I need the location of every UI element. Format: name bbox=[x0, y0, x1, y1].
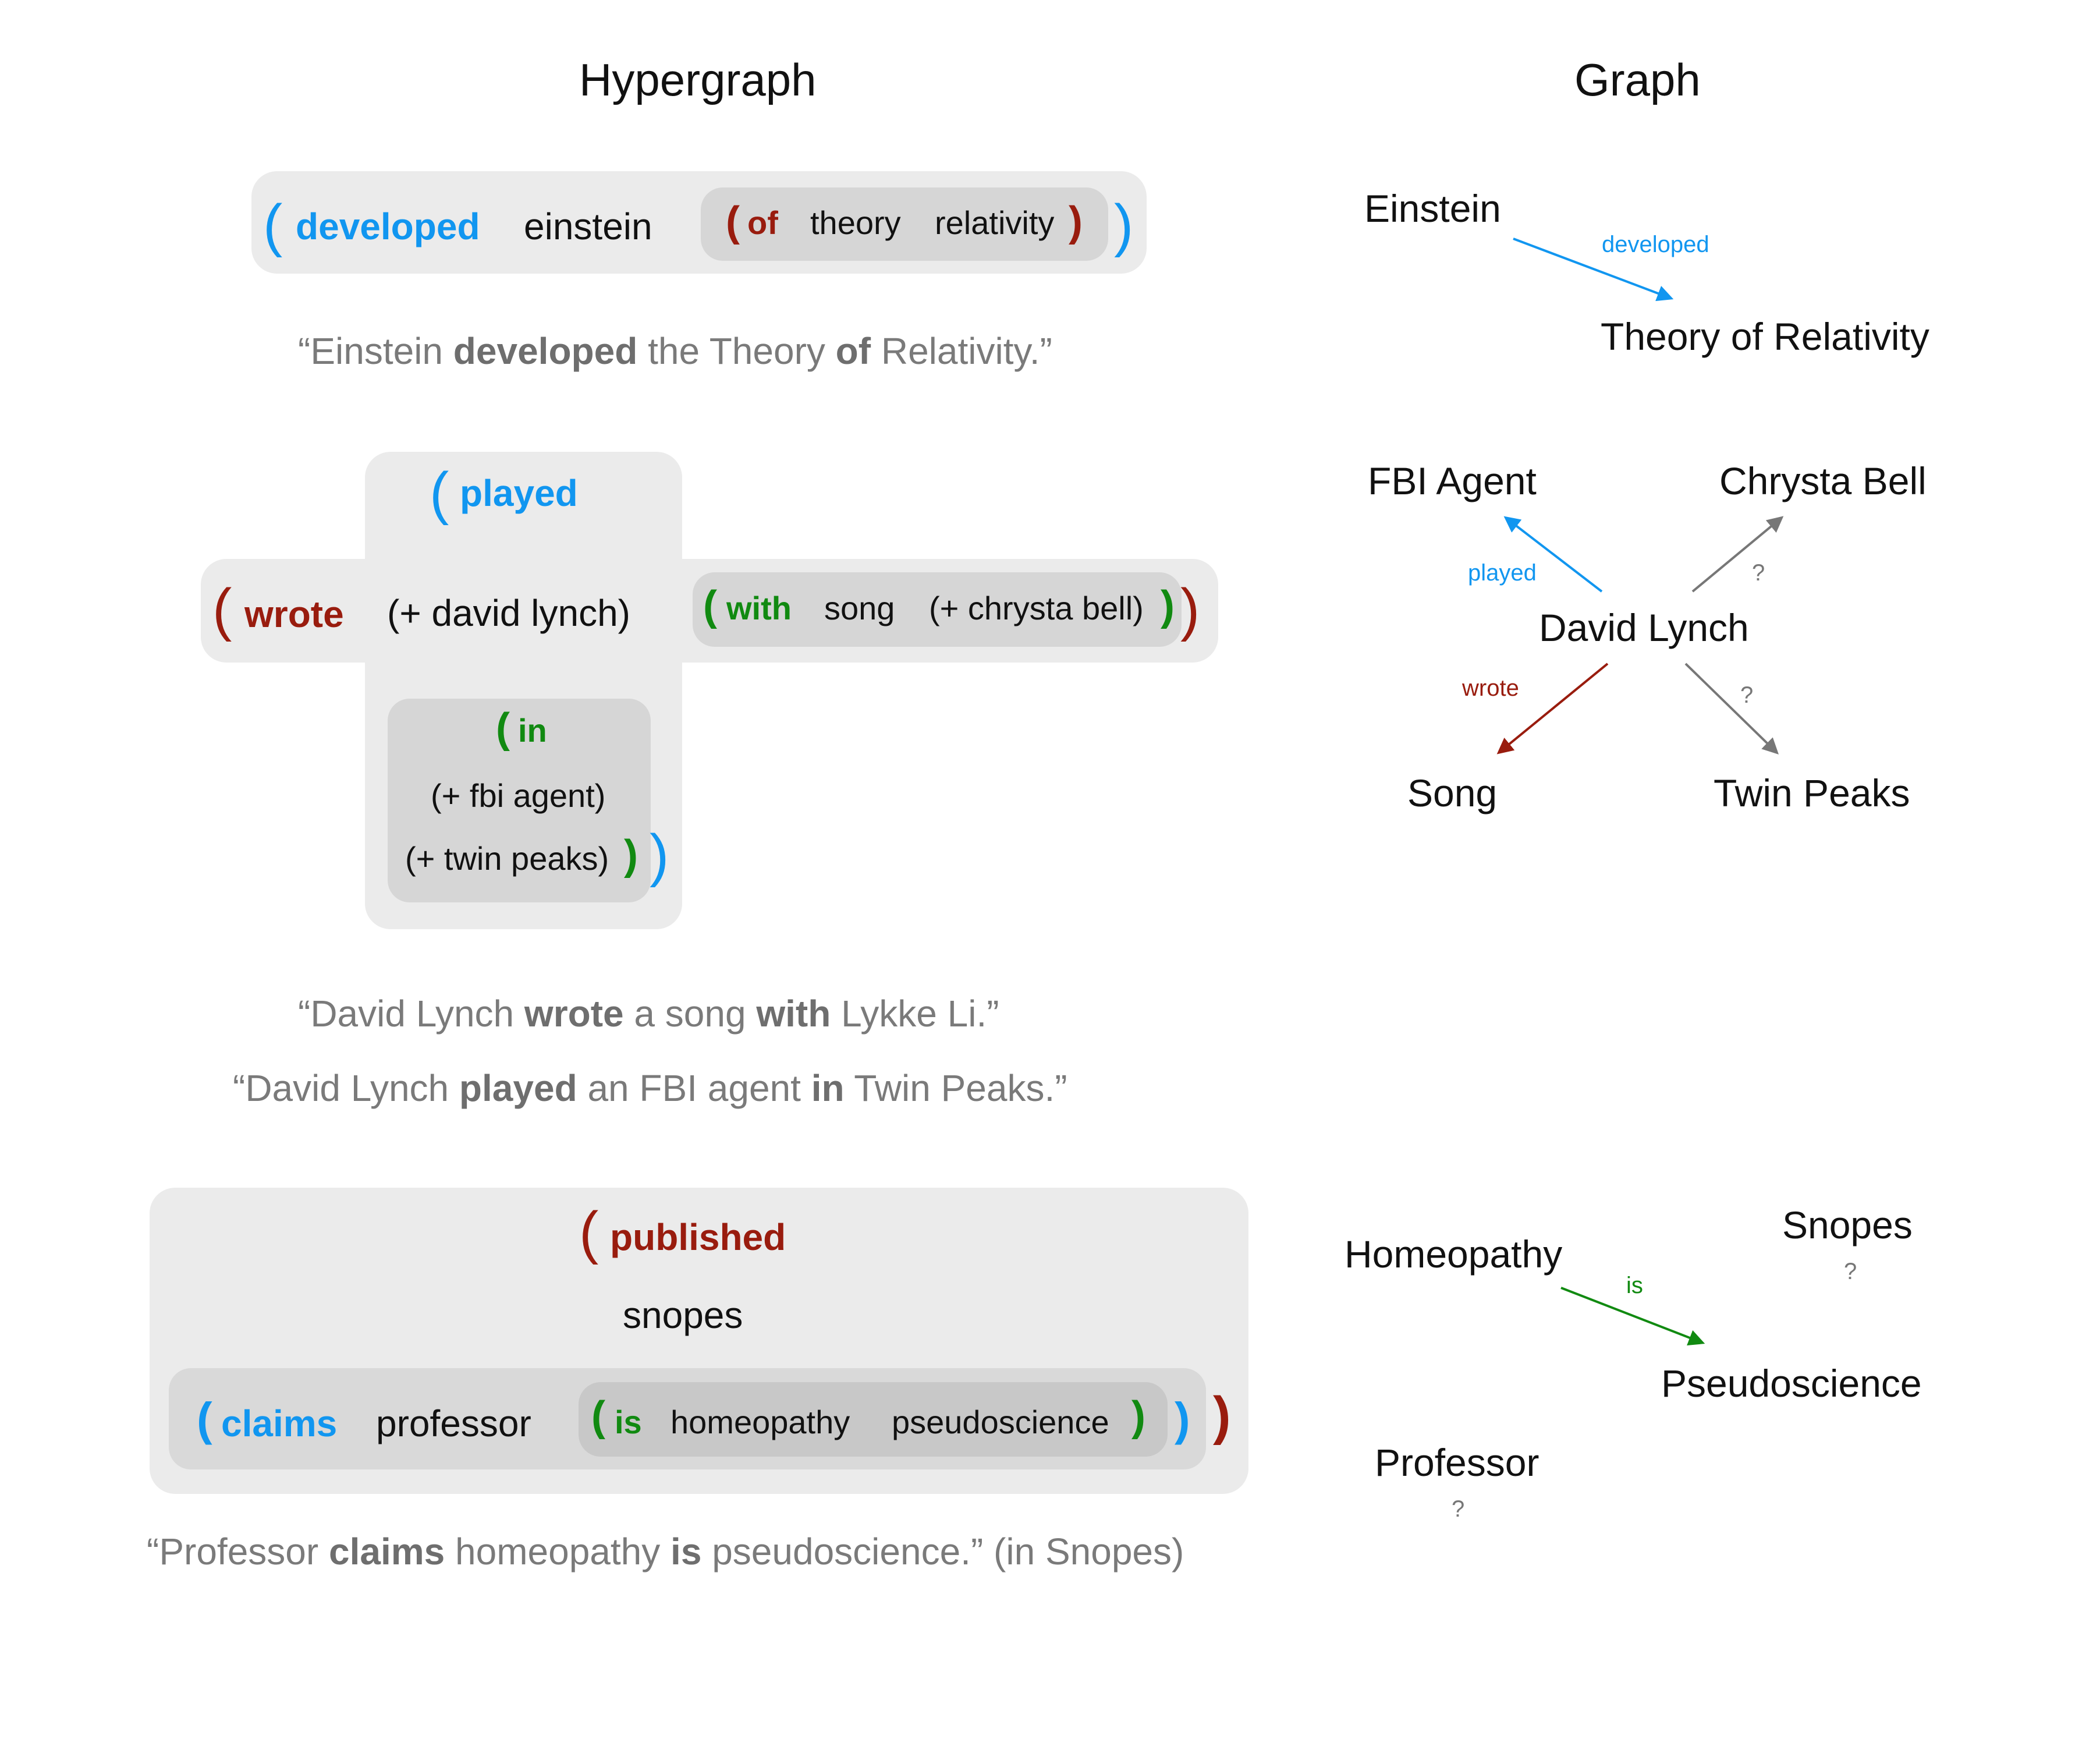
close-paren-played: ) bbox=[650, 823, 669, 888]
node-professor: Professor bbox=[1375, 1441, 1539, 1484]
node-david-lynch: David Lynch bbox=[1539, 606, 1749, 649]
edge-label-is: is bbox=[1626, 1273, 1643, 1298]
close-paren-with: ) bbox=[1161, 583, 1175, 629]
arg-fbi-agent: (+ fbi agent) bbox=[431, 777, 606, 814]
arg-david-lynch: (+ david lynch) bbox=[387, 592, 630, 634]
close-paren-published: ) bbox=[1213, 1386, 1231, 1446]
close-paren-wrote: ) bbox=[1180, 577, 1200, 642]
edge-wrote bbox=[1496, 663, 1609, 755]
arg-chrysta-bell: (+ chrysta bell) bbox=[929, 590, 1144, 626]
edge-is bbox=[1560, 1287, 1705, 1345]
open-paren-in: ( bbox=[496, 705, 510, 752]
hypergraph-header: Hypergraph bbox=[579, 54, 817, 105]
label-q-professor: ? bbox=[1452, 1496, 1465, 1522]
node-homeopathy: Homeopathy bbox=[1345, 1233, 1563, 1276]
close-paren-in: ) bbox=[624, 832, 638, 879]
node-einstein: Einstein bbox=[1364, 187, 1501, 230]
pred-published: published bbox=[610, 1216, 786, 1258]
open-paren-published: ( bbox=[579, 1200, 599, 1265]
quote-played: “David Lynch played an FBI agent in Twin… bbox=[233, 1067, 1067, 1109]
close-paren-claims: ) bbox=[1175, 1393, 1190, 1445]
pred-claims: claims bbox=[221, 1403, 338, 1444]
hyperedge-in bbox=[388, 699, 651, 902]
edge-twin bbox=[1684, 663, 1779, 755]
edge-label-played: played bbox=[1468, 560, 1537, 586]
node-snopes: Snopes bbox=[1782, 1203, 1913, 1246]
arg-homeopathy: homeopathy bbox=[671, 1404, 850, 1440]
pred-in: in bbox=[518, 712, 547, 749]
edge-played bbox=[1503, 516, 1603, 593]
arg-theory: theory bbox=[810, 204, 901, 241]
pred-played: played bbox=[460, 472, 578, 514]
edge-developed bbox=[1513, 238, 1674, 302]
edge-label-wrote: wrote bbox=[1462, 675, 1519, 701]
pred-of: of bbox=[747, 204, 778, 241]
node-twin-peaks: Twin Peaks bbox=[1714, 771, 1910, 814]
edge-label-q-chrysta: ? bbox=[1752, 560, 1765, 586]
arg-pseudoscience: pseudoscience bbox=[892, 1404, 1109, 1440]
node-fbi-agent: FBI Agent bbox=[1368, 459, 1537, 502]
arg-song: song bbox=[824, 590, 895, 626]
edge-label-developed: developed bbox=[1602, 232, 1709, 257]
node-song: Song bbox=[1407, 771, 1498, 814]
open-paren-with: ( bbox=[703, 583, 717, 629]
close-paren-is: ) bbox=[1131, 1393, 1145, 1440]
arg-professor: professor bbox=[376, 1403, 531, 1444]
hyperedge-is bbox=[579, 1382, 1168, 1457]
hyperedge-with bbox=[693, 572, 1182, 647]
quote-einstein: “Einstein developed the Theory of Relati… bbox=[298, 330, 1052, 372]
pred-is: is bbox=[615, 1404, 642, 1440]
pred-developed: developed bbox=[296, 206, 480, 247]
edge-chrysta bbox=[1691, 516, 1784, 593]
open-paren-claims: ( bbox=[197, 1393, 212, 1445]
edge-label-q-twin: ? bbox=[1740, 682, 1754, 708]
node-pseudoscience: Pseudoscience bbox=[1661, 1362, 1922, 1405]
close-paren-developed: ) bbox=[1114, 193, 1134, 258]
open-paren-of: ( bbox=[726, 199, 740, 245]
hyperedge-of bbox=[701, 187, 1108, 261]
pred-wrote: wrote bbox=[244, 593, 344, 635]
label-q-snopes: ? bbox=[1844, 1259, 1857, 1284]
quote-wrote: “David Lynch wrote a song with Lykke Li.… bbox=[298, 993, 999, 1035]
pred-with: with bbox=[726, 590, 792, 626]
open-paren-is: ( bbox=[591, 1393, 605, 1440]
graph-header: Graph bbox=[1574, 54, 1701, 105]
arg-snopes: snopes bbox=[623, 1294, 743, 1336]
arg-twin-peaks: (+ twin peaks) bbox=[405, 840, 609, 877]
arg-einstein: einstein bbox=[524, 206, 652, 247]
quote-claims: “Professor claims homeopathy is pseudosc… bbox=[147, 1531, 1184, 1573]
node-chrysta-bell: Chrysta Bell bbox=[1719, 459, 1927, 502]
open-paren-developed: ( bbox=[263, 193, 283, 258]
arg-relativity: relativity bbox=[935, 204, 1055, 241]
close-paren-of: ) bbox=[1069, 199, 1083, 245]
node-theory-of-relativity: Theory of Relativity bbox=[1601, 315, 1929, 358]
open-paren-played: ( bbox=[430, 461, 449, 526]
open-paren-wrote: ( bbox=[212, 577, 232, 642]
